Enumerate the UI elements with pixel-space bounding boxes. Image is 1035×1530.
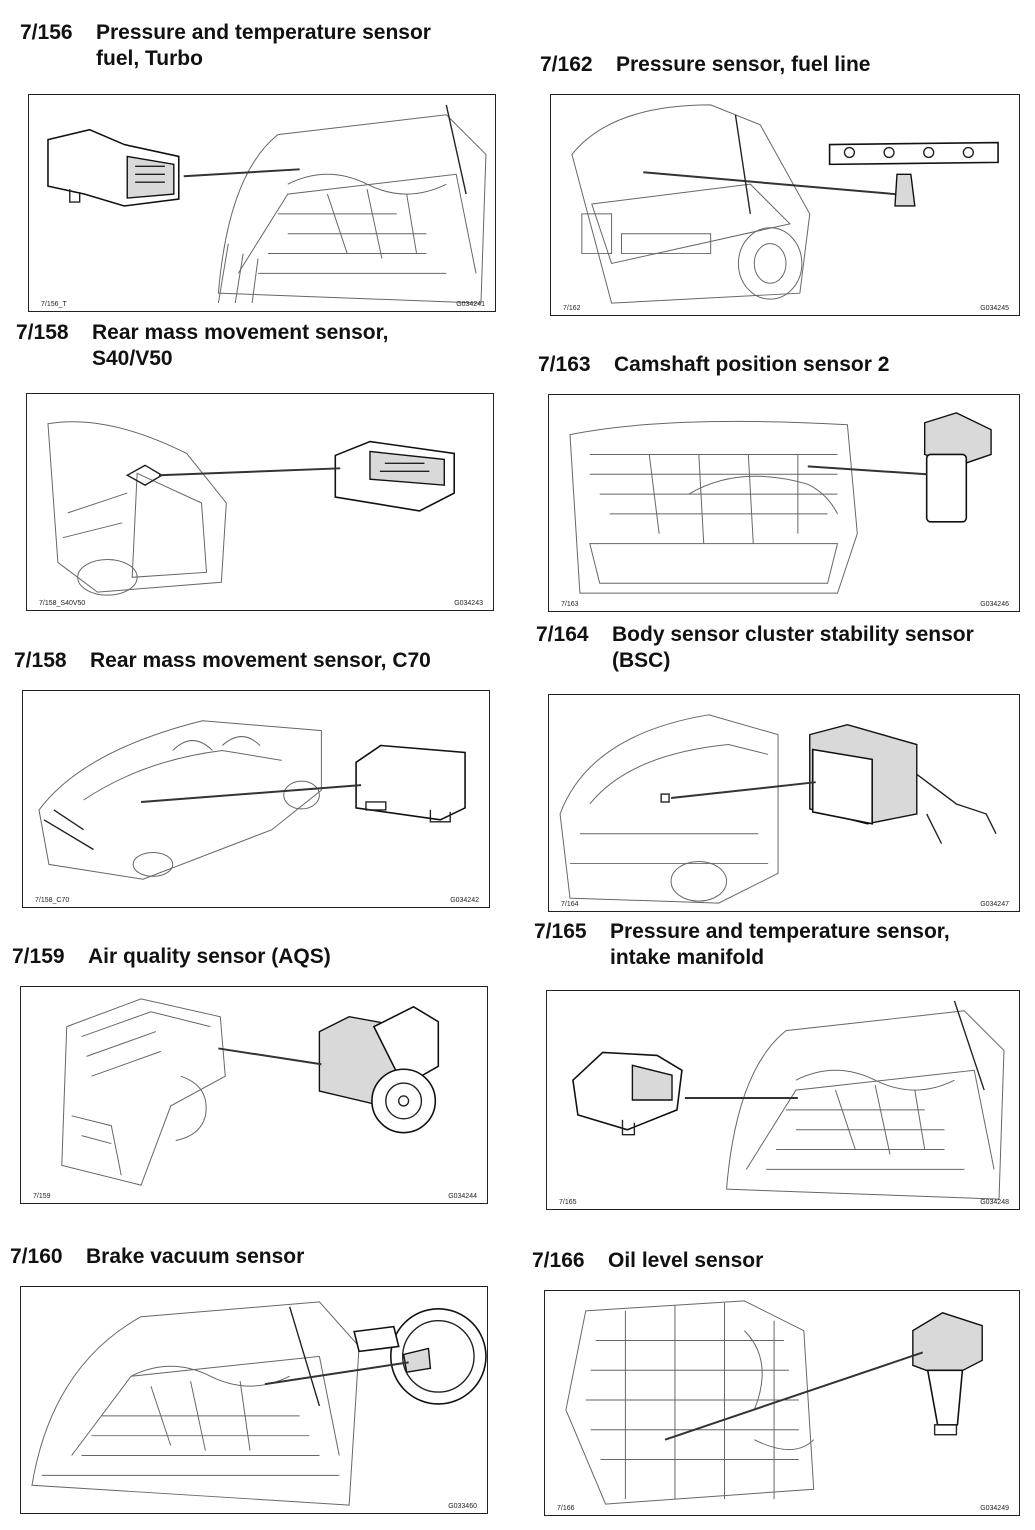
entry-title: Air quality sensor (AQS) (88, 945, 331, 968)
entry-heading: 7/160 Brake vacuum sensor (10, 1244, 304, 1270)
entry-title: Rear mass movement sensor, C70 (90, 649, 431, 672)
engine-block-illustration: 7/166 G034249 (544, 1290, 1020, 1516)
figure-ref-right: G034246 (980, 601, 1009, 608)
figure-ref-left: 7/162 (563, 305, 581, 312)
figure-ref-right: G034248 (980, 1199, 1009, 1206)
figure-ref-right: G034244 (448, 1193, 477, 1200)
s40v50-car-illustration: 7/158_S40V50 G034243 (26, 393, 494, 611)
engine-bay-illustration: G033460 (20, 1286, 488, 1514)
entry-title: Body sensor cluster stability sensor (BS… (612, 623, 974, 672)
engine-bay-illustration: 7/165 G034248 (546, 990, 1020, 1210)
air-quality-sensor-diagram (61, 998, 440, 1186)
intake-manifold-sensor-diagram (572, 1000, 1005, 1200)
entry-heading: 7/159 Air quality sensor (AQS) (12, 944, 331, 970)
entry-code: 7/158 (14, 649, 67, 672)
entry-title: Brake vacuum sensor (86, 1245, 305, 1268)
entry-heading: 7/162 Pressure sensor, fuel line (540, 52, 870, 78)
figure-ref-right: G034241 (456, 301, 485, 308)
entry-title: Pressure and temperature sensor, intake … (610, 920, 950, 969)
figure-ref-right: G034243 (454, 600, 483, 607)
entry-title: Camshaft position sensor 2 (614, 353, 890, 376)
entry-heading: 7/158 Rear mass movement sensor, S40/V50 (16, 320, 388, 372)
entry-title: Pressure and temperature sensor fuel, Tu… (96, 21, 431, 70)
entry-code: 7/165 (534, 920, 587, 943)
entry-code: 7/158 (16, 321, 69, 344)
fuel-pressure-sensor-diagram (47, 104, 487, 304)
entry-heading: 7/156 Pressure and temperature sensor fu… (20, 20, 431, 72)
entry-title: Pressure sensor, fuel line (616, 53, 871, 76)
figure-ref-left: 7/163 (561, 601, 579, 608)
engine-bay-illustration: 7/163 G034246 (548, 394, 1020, 612)
entry-code: 7/156 (20, 21, 73, 44)
figure-ref-right: G034242 (450, 897, 479, 904)
figure-ref-left: 7/166 (557, 1505, 575, 1512)
entry-heading: 7/163 Camshaft position sensor 2 (538, 352, 889, 378)
entry-code: 7/164 (536, 623, 589, 646)
rear-mass-movement-sensor-c70-diagram (38, 720, 466, 880)
fuel-line-pressure-sensor-diagram (571, 104, 999, 304)
entry-code: 7/162 (540, 53, 593, 76)
c70-car-illustration: 7/158_C70 G034242 (22, 690, 490, 908)
brake-vacuum-sensor-diagram (31, 1301, 487, 1506)
figure-ref-right: G034247 (980, 901, 1009, 908)
entry-code: 7/163 (538, 353, 591, 376)
figure-ref-left: 7/159 (33, 1193, 51, 1200)
rear-mass-movement-sensor-diagram (47, 421, 455, 596)
entry-heading: 7/158 Rear mass movement sensor, C70 (14, 648, 431, 674)
entry-code: 7/159 (12, 945, 65, 968)
camshaft-position-sensor-diagram (569, 412, 992, 594)
figure-ref-right: G034249 (980, 1505, 1009, 1512)
body-sensor-cluster-diagram (559, 714, 997, 904)
figure-ref-left: 7/158_C70 (35, 897, 70, 904)
figure-ref-left: 7/158_S40V50 (39, 600, 86, 607)
engine-bay-illustration: 7/156_T G034241 (28, 94, 496, 312)
figure-ref-left: 7/165 (559, 1199, 577, 1206)
entry-code: 7/160 (10, 1245, 63, 1268)
front-car-illustration: 7/162 G034245 (550, 94, 1020, 316)
car-interior-illustration: 7/164 G034247 (548, 694, 1020, 912)
entry-heading: 7/164 Body sensor cluster stability sens… (536, 622, 974, 674)
entry-heading: 7/166 Oil level sensor (532, 1248, 763, 1274)
figure-ref-left: 7/156_T (41, 301, 67, 308)
hvac-unit-illustration: 7/159 G034244 (20, 986, 488, 1204)
entry-title: Rear mass movement sensor, S40/V50 (92, 321, 389, 370)
entry-heading: 7/165 Pressure and temperature sensor, i… (534, 919, 950, 971)
figure-ref-left: 7/164 (561, 901, 579, 908)
oil-level-sensor-diagram (565, 1300, 983, 1505)
figure-ref-right: G033460 (448, 1503, 477, 1510)
figure-ref-right: G034245 (980, 305, 1009, 312)
entry-code: 7/166 (532, 1249, 585, 1272)
entry-title: Oil level sensor (608, 1249, 764, 1272)
